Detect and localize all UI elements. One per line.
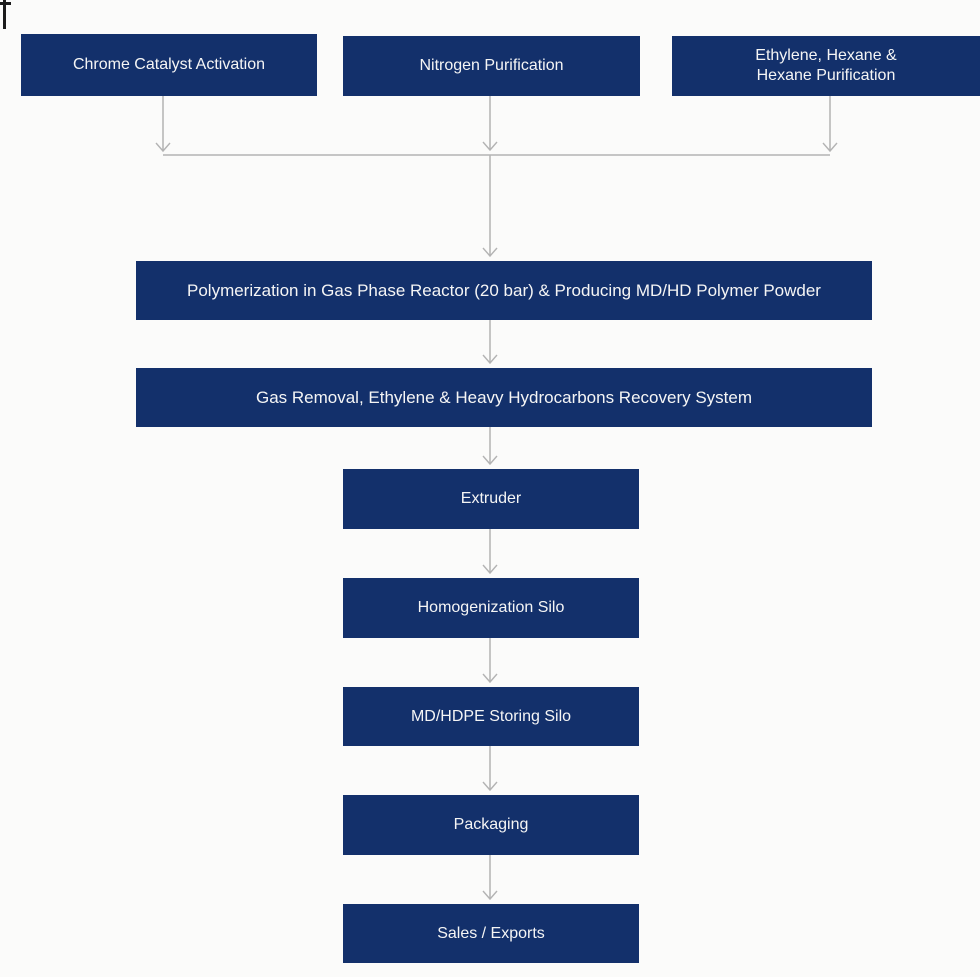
corner-crop-mark-vertical (3, 0, 6, 29)
node-label: Chrome Catalyst Activation (72, 56, 266, 73)
node-homogenization-silo: Homogenization Silo (343, 578, 639, 638)
corner-crop-mark-horizontal (0, 2, 11, 5)
node-ethylene-hexane-purification: Ethylene, Hexane & Hexane Purification (672, 36, 980, 96)
node-label: Homogenization Silo (417, 599, 565, 616)
node-nitrogen-purification: Nitrogen Purification (343, 36, 640, 96)
node-label: Packaging (453, 816, 529, 833)
node-chrome-catalyst-activation: Chrome Catalyst Activation (21, 34, 317, 96)
node-extruder: Extruder (343, 469, 639, 529)
node-label: Extruder (460, 490, 522, 507)
node-packaging: Packaging (343, 795, 639, 855)
node-polymerization-reactor: Polymerization in Gas Phase Reactor (20 … (136, 261, 872, 320)
node-sales-exports: Sales / Exports (343, 904, 639, 963)
node-label: Ethylene, Hexane & Hexane Purification (755, 47, 897, 84)
node-mdhdpe-storing-silo: MD/HDPE Storing Silo (343, 687, 639, 746)
node-label: Polymerization in Gas Phase Reactor (20 … (187, 280, 821, 300)
node-label: Gas Removal, Ethylene & Heavy Hydrocarbo… (255, 387, 753, 407)
node-label: MD/HDPE Storing Silo (410, 707, 572, 725)
node-gas-removal-recovery-system: Gas Removal, Ethylene & Heavy Hydrocarbo… (136, 368, 872, 427)
node-label: Nitrogen Purification (419, 57, 564, 74)
node-label: Sales / Exports (437, 924, 545, 942)
